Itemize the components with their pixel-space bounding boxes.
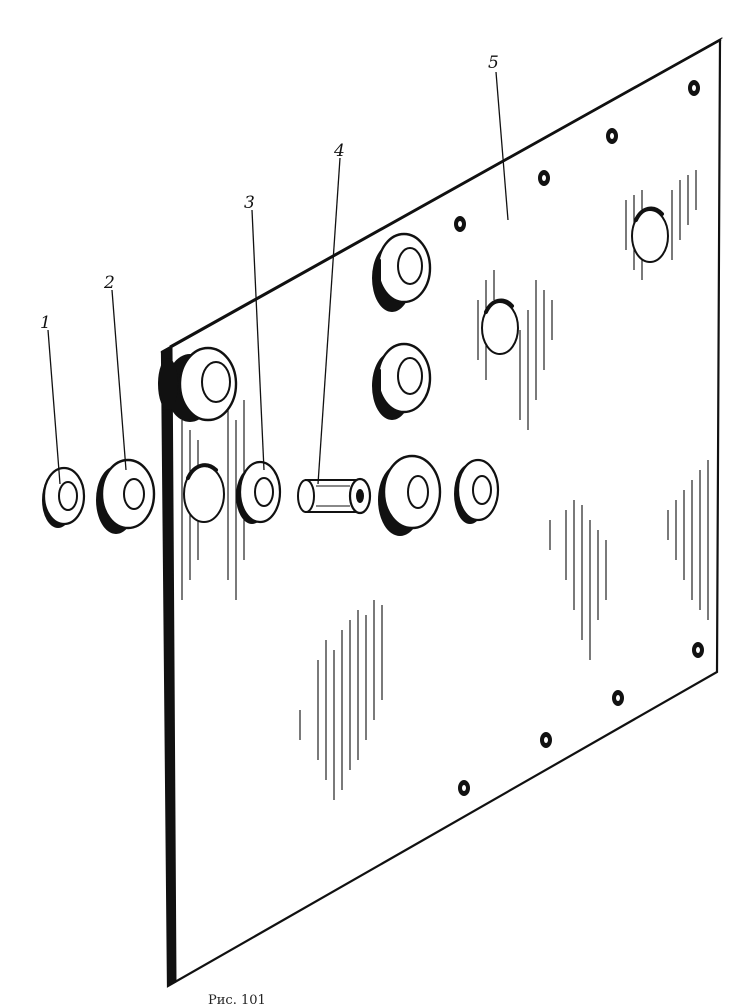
mounted-grommet <box>158 346 238 422</box>
part-2-bushing <box>96 458 156 534</box>
callout-3: 3 <box>244 193 255 213</box>
callout-4: 4 <box>333 141 345 161</box>
callout-2: 2 <box>103 273 115 293</box>
leader-lines <box>47 71 509 485</box>
part-4-spacer-tube <box>297 477 372 515</box>
figure-caption: Рис. 101 <box>208 993 266 1008</box>
part-3-washer <box>236 460 282 524</box>
part-1-washer <box>42 466 86 528</box>
callout-1: 1 <box>40 313 51 333</box>
plate-screw-holes <box>454 80 704 796</box>
mounted-grommet <box>372 232 432 312</box>
callout-5: 5 <box>488 53 499 73</box>
mounted-grommet <box>372 342 432 420</box>
bushing-on-plate <box>378 454 442 536</box>
washer-on-plate <box>454 458 500 524</box>
plate-large-holes <box>183 206 669 523</box>
mounting-plate <box>160 37 723 988</box>
